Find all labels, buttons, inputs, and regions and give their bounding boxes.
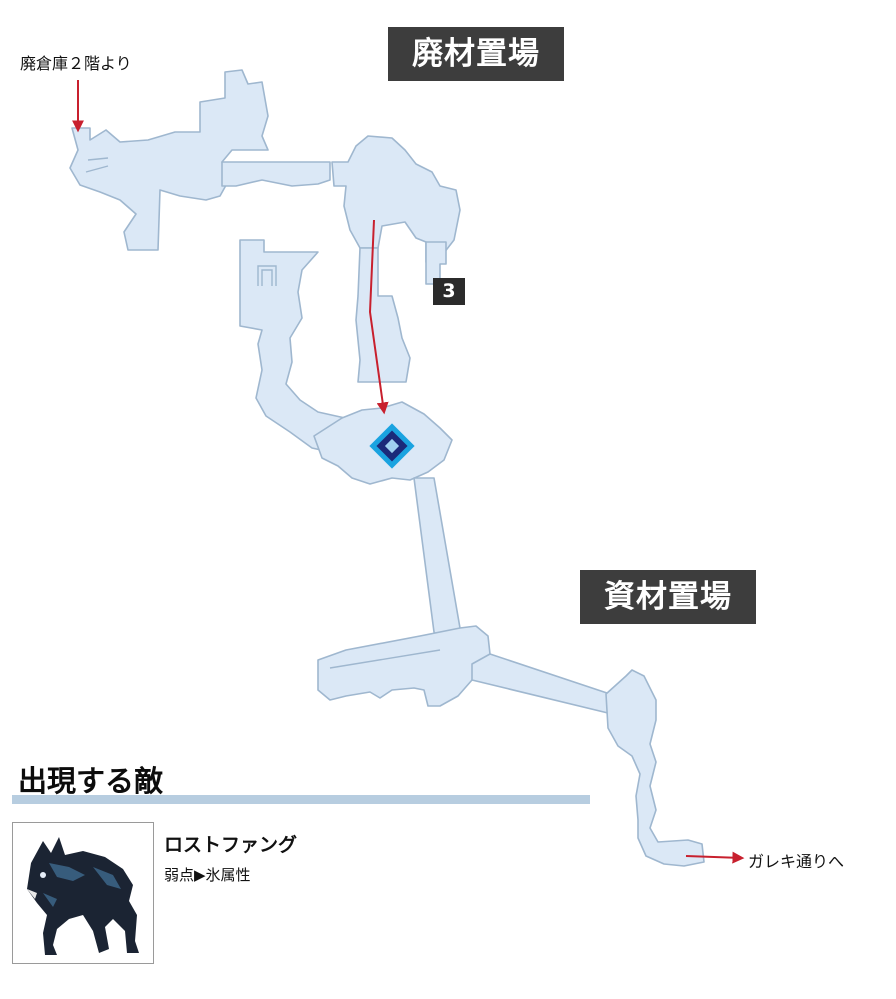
entry-note: 廃倉庫２階より	[20, 54, 132, 73]
floor-corridor-north	[221, 161, 331, 187]
enemy-section-heading: 出現する敵	[18, 764, 164, 798]
enemy-portrait	[12, 822, 154, 964]
floor-room-southeast	[605, 669, 705, 867]
floor-detail-stair	[257, 265, 277, 286]
floor-side-room-3	[425, 241, 447, 285]
route-arrow-central	[368, 219, 389, 415]
area-label-lower: 資材置場	[580, 570, 756, 624]
route-arrow-exit	[685, 851, 745, 864]
area-label-upper: 廃材置場	[388, 27, 564, 81]
floor-central-narrow-room	[355, 247, 411, 383]
floor-room-northwest	[69, 69, 269, 251]
floor-east-corridor	[471, 653, 613, 715]
heading-underline	[12, 795, 590, 804]
wolf-portrait	[27, 837, 139, 955]
enemy-name: ロストファング	[164, 834, 298, 856]
floor-lower-room	[317, 625, 491, 707]
exit-note: ガレキ通りへ	[748, 852, 845, 871]
enemy-weakness: 弱点▶氷属性	[164, 866, 251, 884]
floor-detail-west-lines	[85, 157, 109, 173]
map-marker-3: 3	[433, 278, 465, 305]
floor-detail-lower-line	[329, 649, 441, 669]
floor-south-corridor	[413, 477, 473, 649]
